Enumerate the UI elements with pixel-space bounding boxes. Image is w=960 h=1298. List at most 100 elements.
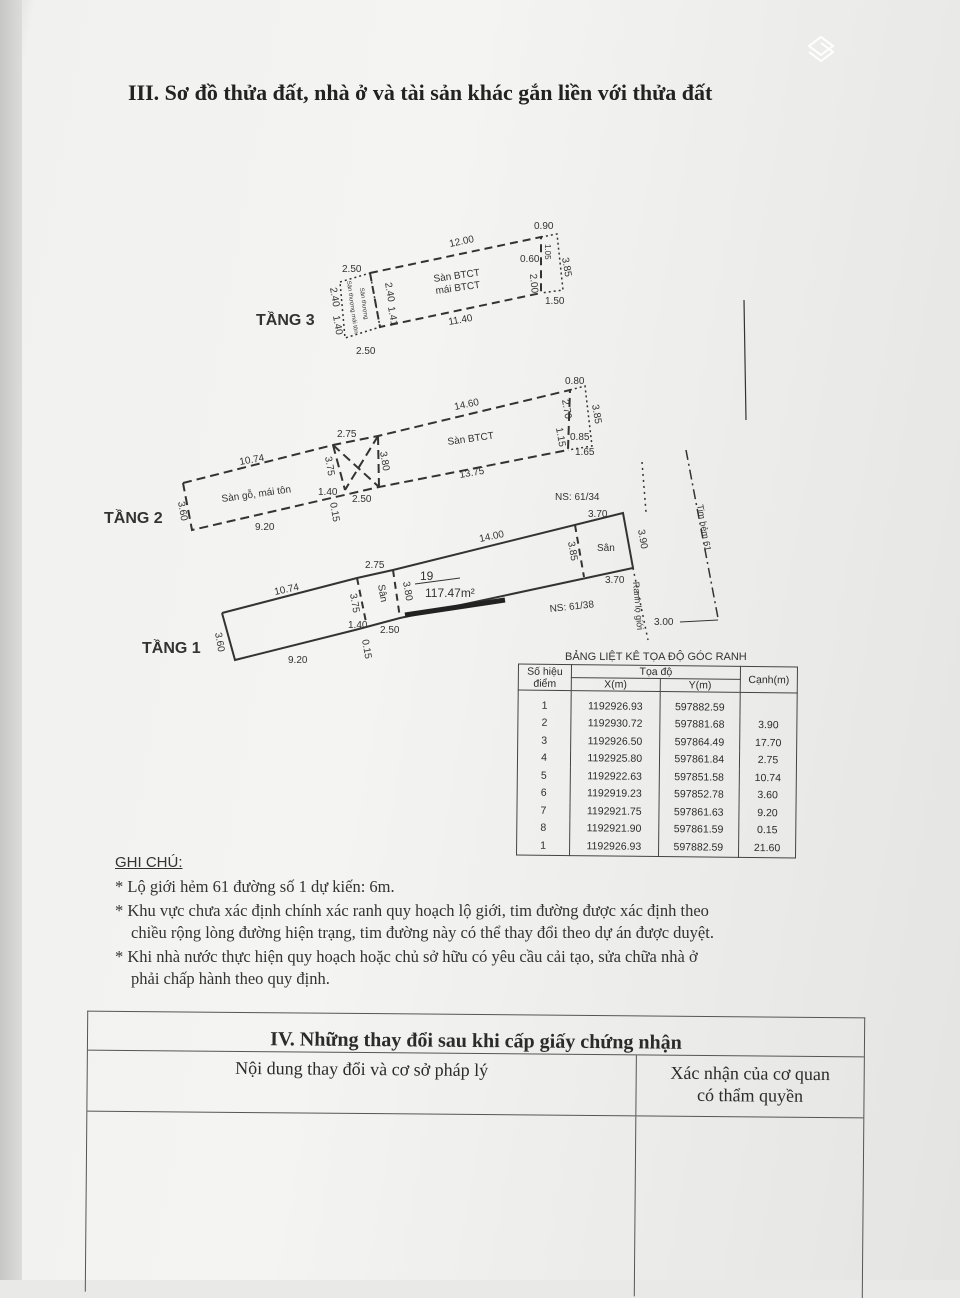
- dim-label: 9.20: [288, 655, 308, 666]
- watermark-logo-icon: [807, 35, 835, 63]
- dim-label: 3.85: [589, 404, 603, 426]
- y-cell: 597861.59: [658, 820, 739, 839]
- dim-label: 12.00: [448, 234, 475, 250]
- header-point: Số hiệu điểm: [518, 664, 572, 691]
- edge-cell: [739, 692, 798, 717]
- dim-label: 13.75: [459, 466, 486, 481]
- dim-label: 0.15: [359, 639, 373, 661]
- point-cell: 4: [517, 749, 571, 768]
- dim-label: 1.65: [575, 447, 595, 458]
- note-item: * Khi nhà nước thực hiện quy hoạch hoặc …: [115, 947, 698, 966]
- parcel-area: 117.47m²: [425, 586, 475, 600]
- x-cell: 1192921.90: [569, 819, 659, 839]
- redaction-mark: [404, 597, 506, 618]
- column-authority-line2: có thẩm quyền: [696, 1084, 804, 1106]
- section-3-title: III. Sơ đồ thửa đất, nhà ở và tài sản kh…: [128, 80, 713, 105]
- note-item: * Khu vực chưa xác định chính xác ranh q…: [115, 901, 709, 920]
- point-cell: 6: [517, 784, 571, 803]
- parcel-number: 19: [420, 569, 434, 583]
- floor3-label: TẦNG 3: [256, 312, 315, 329]
- dim-label: 11.40: [448, 313, 474, 328]
- dim-label: 0.15: [327, 502, 341, 524]
- point-cell: 8: [516, 819, 570, 838]
- area-label: Sàn BTCT: [447, 431, 495, 448]
- dim-label: 3.70: [605, 575, 625, 586]
- neighbor-label: NS: 61/34: [555, 492, 600, 503]
- notes-heading: GHI CHÚ:: [115, 854, 183, 871]
- neighbor-label: NS: 61/38: [549, 599, 595, 615]
- dim-label: 3.80: [400, 581, 414, 603]
- x-cell: 1192926.50: [570, 732, 660, 751]
- dim-label: 1.50: [545, 296, 565, 307]
- dim-label: 2.40: [382, 282, 396, 304]
- dim-label: 3.90: [635, 529, 649, 551]
- dim-label: 1.40: [318, 487, 338, 498]
- y-cell: 597881.68: [659, 715, 740, 734]
- floor1-label: TẦNG 1: [142, 640, 201, 657]
- edge-cell: 0.15: [738, 821, 796, 840]
- column-change-content: Nội dung thay đổi và cơ sở pháp lý: [87, 1050, 637, 1116]
- dim-label: 10.74: [273, 582, 300, 598]
- dim-label: 3.85: [559, 257, 573, 279]
- dim-label: 3.70: [588, 509, 608, 520]
- edge-cell: 9.20: [738, 803, 797, 822]
- dim-label: 3.60: [212, 632, 226, 654]
- y-cell: 597852.78: [658, 785, 740, 804]
- x-cell: 1192921.75: [569, 802, 659, 821]
- column-authority-line1: Xác nhận của cơ quan: [670, 1062, 831, 1085]
- point-cell: 3: [517, 731, 571, 750]
- header-edge: Cạnh(m): [740, 666, 798, 693]
- x-cell: 1192919.23: [570, 784, 659, 804]
- dim-label: 3.80: [377, 451, 391, 473]
- area-label: Sân: [597, 543, 615, 554]
- y-cell: 597882.59: [659, 691, 741, 717]
- header-y: Y(m): [659, 678, 741, 693]
- dim-label: 10.74: [239, 453, 266, 468]
- y-cell: 597851.58: [658, 768, 740, 787]
- page-edge-shadow: [0, 0, 22, 1280]
- dim-label: 3.85: [565, 541, 579, 563]
- point-cell: 5: [517, 766, 571, 785]
- dim-label: 1.05: [543, 244, 552, 260]
- edge-cell: 2.75: [739, 751, 797, 770]
- dim-label: 14.60: [453, 397, 480, 413]
- edge-cell: 3.60: [739, 786, 797, 805]
- dim-label: 0.80: [565, 376, 585, 387]
- road-center-label: Tim hẻm 61: [695, 504, 713, 552]
- area-label: Sàn gỗ, mái tôn: [221, 482, 292, 505]
- x-cell: 1192925.80: [570, 749, 660, 769]
- dim-label: 1.15: [553, 427, 567, 449]
- coordinate-table-title: BẢNG LIỆT KÊ TỌA ĐỘ GÓC RANH: [565, 651, 747, 663]
- dim-label: 3.00: [654, 617, 674, 628]
- column-authority-confirmation: Xác nhận của cơ quan có thẩm quyền: [636, 1055, 864, 1117]
- note-item: * Lộ giới hẻm 61 đường số 1 dự kiến: 6m.: [115, 877, 395, 896]
- dim-label: 2.50: [356, 346, 376, 357]
- note-item: chiều rộng lòng đường hiện trạng, tim đư…: [131, 923, 714, 942]
- x-cell: 1192922.63: [570, 767, 659, 786]
- change-content-cell: [85, 1111, 637, 1297]
- dim-label: 2.40: [327, 287, 341, 309]
- floor2-label: TẦNG 2: [104, 510, 163, 527]
- dim-label: 0.60: [520, 254, 540, 265]
- dim-label: 2.50: [342, 264, 362, 275]
- dim-label: 3.75: [322, 456, 336, 478]
- edge-cell: 10.74: [739, 768, 797, 787]
- dim-label: 1.41: [385, 306, 399, 328]
- header-x: X(m): [571, 677, 660, 692]
- dim-label: 2.50: [380, 625, 400, 636]
- road-boundary-label: Ranh lộ giới: [631, 581, 645, 630]
- y-cell: 597861.63: [658, 803, 740, 822]
- y-cell: 597861.84: [658, 750, 740, 769]
- edge-cell: 3.90: [739, 716, 797, 735]
- dim-label: 0.90: [534, 221, 554, 232]
- dim-label: 1.40: [348, 620, 368, 631]
- area-label: Sân thượng: [358, 287, 368, 320]
- note-item: phải chấp hành theo quy định.: [131, 969, 330, 988]
- changes-table: IV. Những thay đổi sau khi cấp giấy chứn…: [84, 1010, 866, 1298]
- y-cell: 597864.49: [659, 733, 740, 752]
- edge-cell: 17.70: [739, 733, 797, 752]
- dim-label: 3.75: [347, 593, 361, 615]
